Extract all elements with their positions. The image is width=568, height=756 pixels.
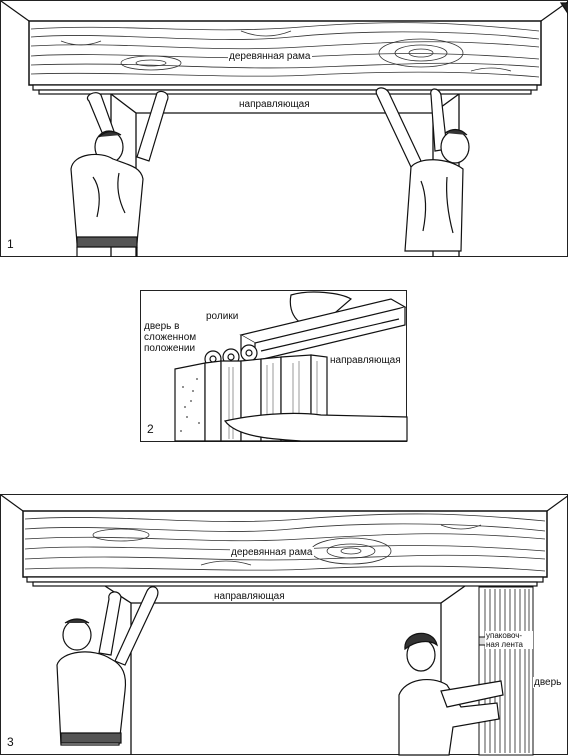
panel-2-illustration — [141, 291, 408, 443]
folded-door-label: дверь в сложенном положении — [143, 321, 203, 354]
door-label: дверь — [533, 677, 562, 688]
panel-3-hanging-door: деревянная рама направляющая упаковоч-на… — [0, 494, 568, 755]
panel-number: 3 — [7, 735, 14, 749]
tape-label: упаковоч-ная лента — [485, 631, 533, 649]
wooden-frame — [23, 511, 547, 577]
panel-1-lifting-frame: деревянная рама направляющая 1 — [0, 0, 568, 257]
rollers-label: ролики — [205, 311, 239, 322]
rail — [33, 85, 537, 94]
panel-number: 1 — [7, 237, 14, 251]
rail-label: направляющая — [238, 99, 311, 110]
rail-label: направляющая — [329, 355, 402, 366]
rail-label: направляющая — [213, 591, 286, 602]
frame-label: деревянная рама — [228, 51, 312, 62]
rail — [27, 577, 543, 586]
left-worker-figure — [71, 91, 168, 257]
panel-1-illustration — [1, 1, 568, 258]
left-worker-figure — [57, 587, 158, 745]
panel-number: 2 — [147, 422, 154, 436]
folded-door-bundle — [479, 587, 533, 755]
panel-3-illustration — [1, 495, 568, 756]
frame-label: деревянная рама — [230, 547, 314, 558]
panel-2-rollers-into-rail: ролики дверь в сложенном положении напра… — [140, 290, 407, 442]
